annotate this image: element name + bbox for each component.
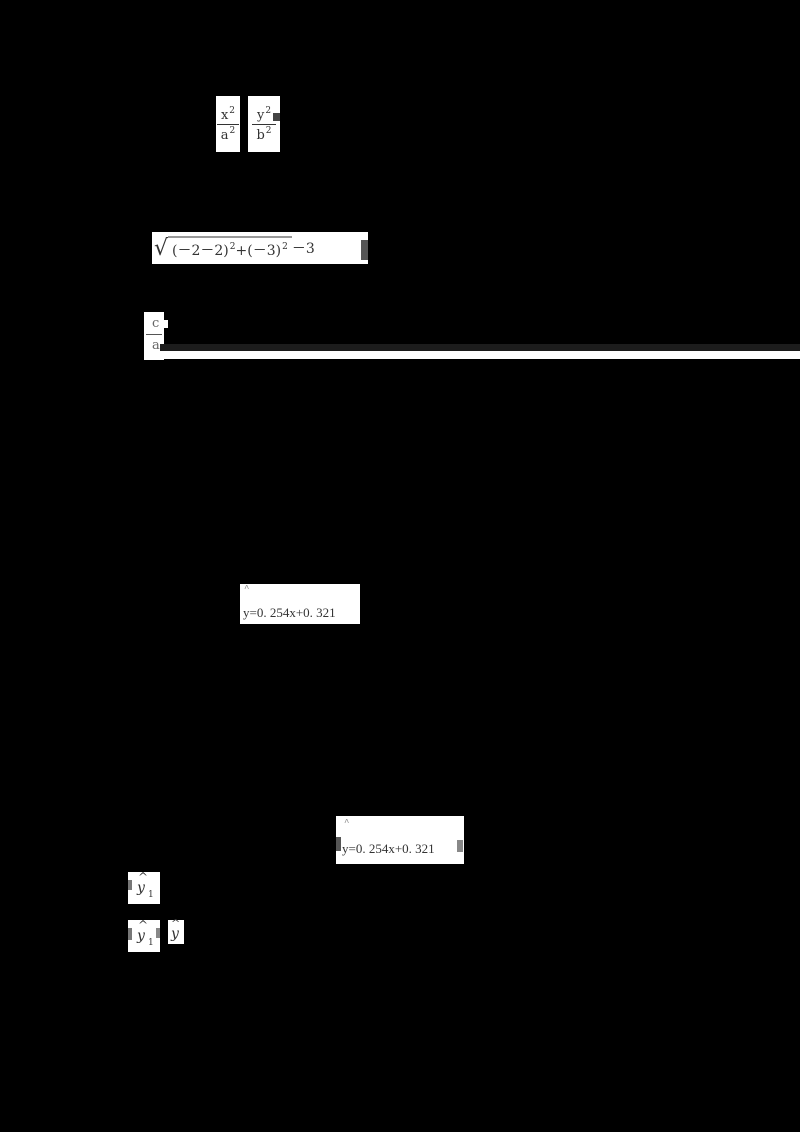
denominator-a: a <box>152 338 160 353</box>
y-hat-sub-1: ^ y 1 <box>128 870 160 904</box>
numerator-c: c <box>152 316 160 331</box>
fraction-c-over-a: c a <box>144 312 164 360</box>
fraction-x2-over-a2: x2 a2 <box>216 96 240 152</box>
fraction-bar <box>146 334 162 335</box>
regression-equation-2: ^ y=0. 254x+0. 321 <box>336 816 464 864</box>
hat-icon: ^ <box>138 918 149 932</box>
underline-bar-dark <box>160 344 800 351</box>
hat-icon: ^ <box>244 584 250 594</box>
regression-text: y=0. 254x+0. 321 <box>342 841 435 856</box>
edit-marker <box>336 837 341 851</box>
edit-marker <box>273 113 280 121</box>
hat-icon: ^ <box>171 917 181 930</box>
edit-marker <box>128 928 132 940</box>
hat-icon: ^ <box>344 818 350 828</box>
regression-text: y=0. 254x+0. 321 <box>243 605 336 620</box>
distance-expression: √ (－2－2)2+(－3)2 －3 <box>152 232 368 264</box>
numerator-box <box>160 320 168 328</box>
fraction-y2-over-b2: y2 b2 <box>248 96 280 152</box>
sqrt-icon: √ <box>154 235 169 261</box>
radicand: (－2－2)2+(－3)2 <box>168 236 292 260</box>
edit-marker <box>128 880 132 890</box>
hat-icon: ^ <box>138 870 149 884</box>
edit-marker <box>156 928 160 938</box>
y-hat-mean: ^ y <box>168 917 184 944</box>
numerator-y: y <box>256 107 265 123</box>
numerator-x: x <box>220 107 229 123</box>
fraction-bar <box>252 123 276 125</box>
denominator-b: b <box>256 127 265 143</box>
underline-bar-light <box>144 351 800 359</box>
edit-marker <box>457 840 463 852</box>
fraction-bar <box>216 123 240 125</box>
y-hat-sub-1-second: ^ y 1 <box>128 918 160 952</box>
edit-marker <box>361 240 368 260</box>
minus-three: －3 <box>291 241 315 257</box>
regression-equation-1: ^ y=0. 254x+0. 321 <box>240 584 360 624</box>
denominator-a: a <box>220 127 229 143</box>
